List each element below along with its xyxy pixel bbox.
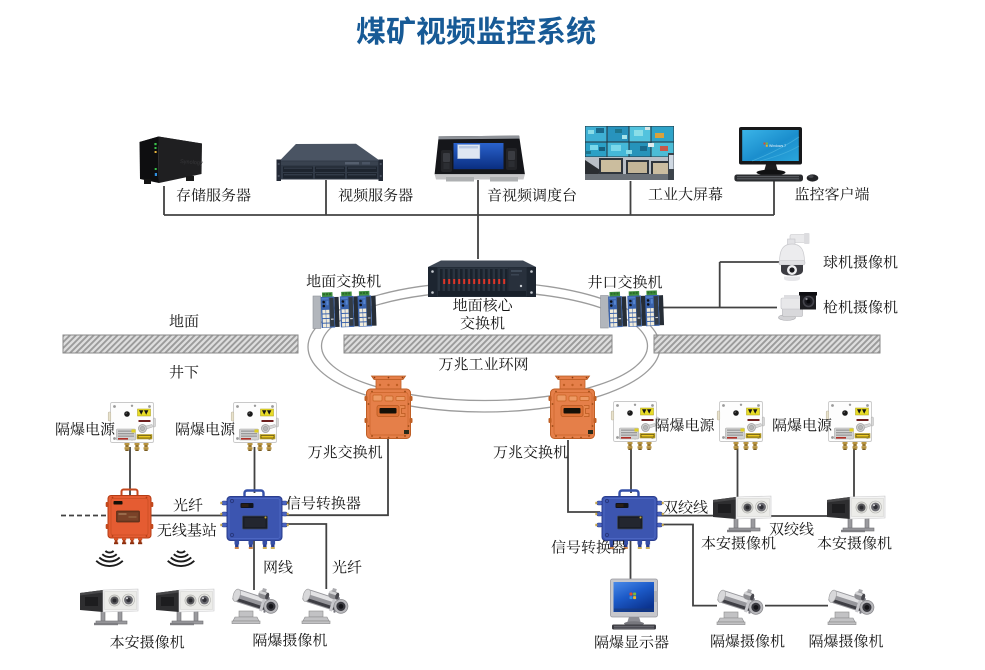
svg-text:Windows 7: Windows 7 (769, 144, 786, 148)
svg-text:Synology: Synology (180, 159, 203, 167)
